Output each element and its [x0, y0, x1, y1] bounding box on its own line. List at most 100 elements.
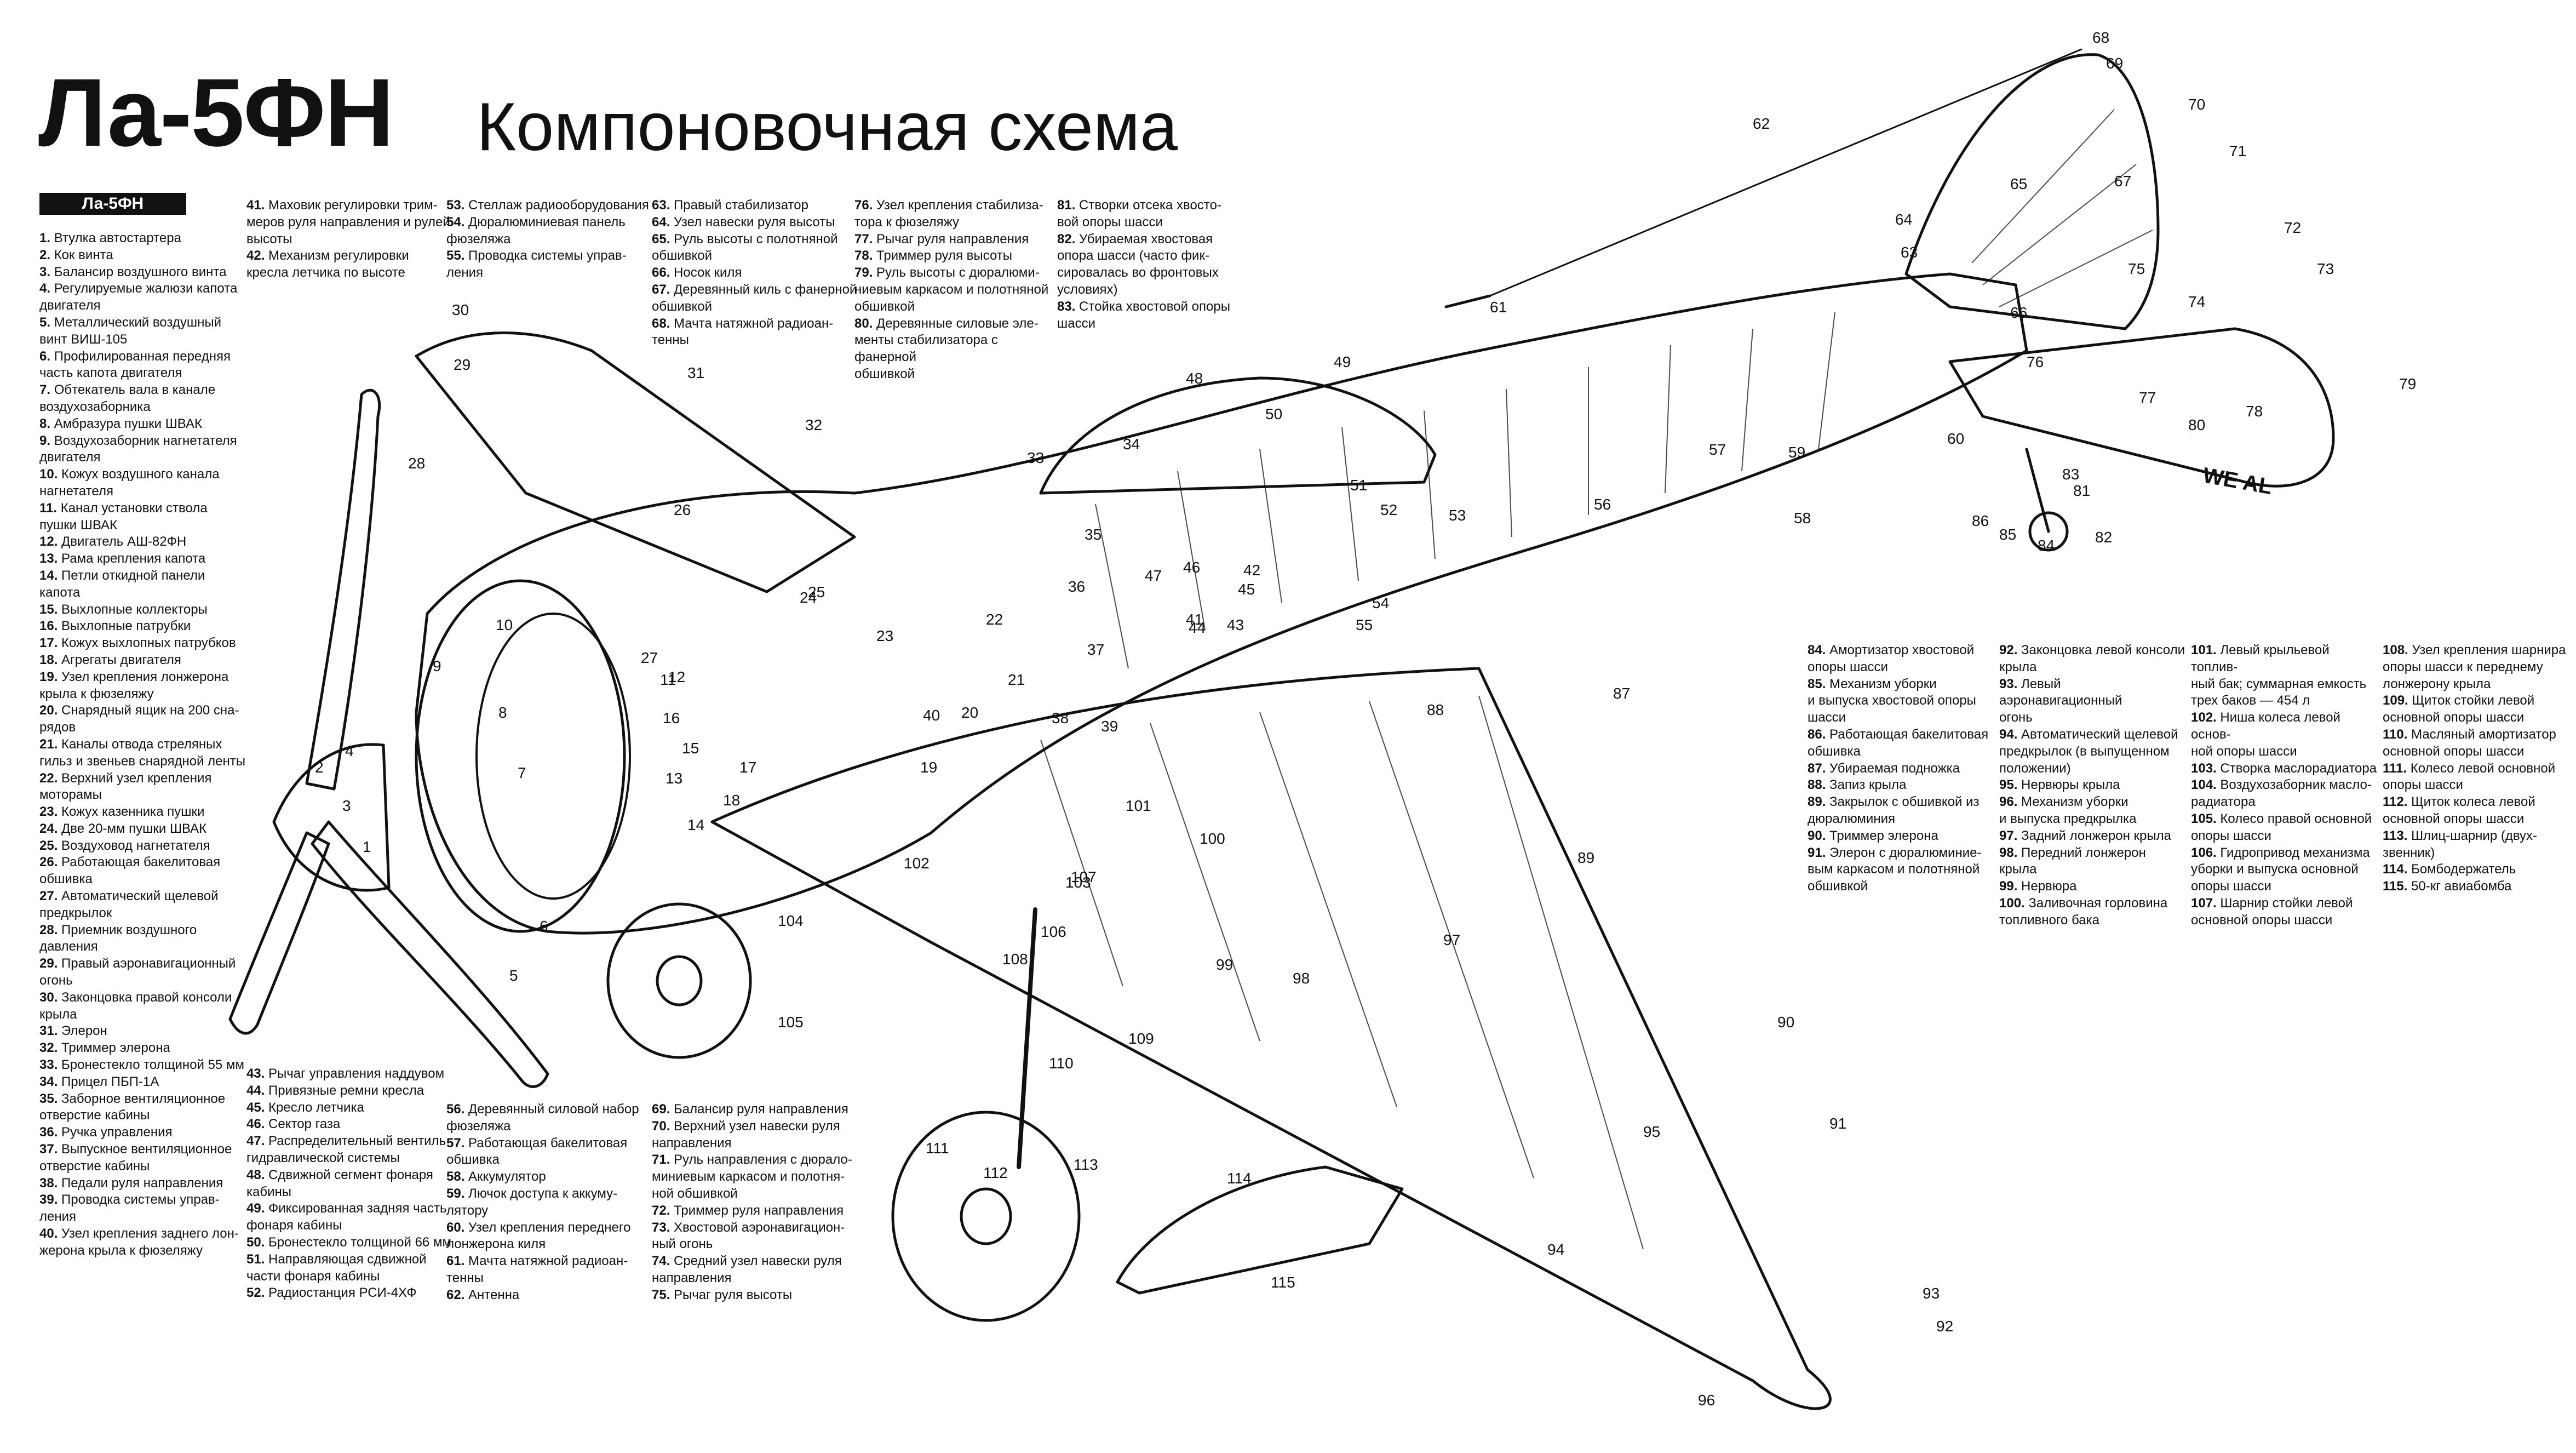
legend-item-text: Средний узел навески руля — [674, 1254, 842, 1269]
legend-item-text: Механизм уборки — [1829, 676, 1937, 691]
legend-item-number: 94. — [1999, 727, 2022, 742]
callout-number: 90 — [1777, 1014, 1794, 1031]
legend-item: опоры шасси — [1808, 659, 1994, 676]
legend-item: 14. Петли откидной панели — [39, 568, 248, 585]
legend-item-number: 65. — [652, 231, 674, 247]
callout-number: 22 — [986, 611, 1003, 628]
legend-item: 78. Триммер руля высоты — [854, 248, 1063, 265]
legend-item-text: Лючок доступа к аккуму- — [468, 1186, 618, 1201]
legend-item-text: ной обшивкой — [652, 1186, 738, 1201]
legend-item-number: 53. — [446, 198, 469, 213]
legend-item-text: Задний лонжерон крыла — [2021, 828, 2171, 843]
legend-item-number: 46. — [246, 1117, 269, 1132]
legend-item-text: Работающая бакелитовая — [468, 1135, 628, 1151]
legend-item: 108. Узел крепления шарнира — [2383, 642, 2569, 659]
legend-item-number: 16. — [39, 619, 62, 634]
legend-item-number: 109. — [2383, 693, 2412, 708]
callout-number: 4 — [345, 742, 354, 759]
legend-item-number: 47. — [246, 1134, 269, 1149]
callout-number: 101 — [1126, 797, 1151, 814]
legend-item-text: опоры шасси — [2191, 828, 2271, 843]
callout-number: 79 — [2399, 375, 2416, 392]
legend-item: шасси — [1057, 316, 1265, 333]
legend-item: уборки и выпуска основной — [2191, 861, 2377, 878]
legend-item: лятору — [446, 1203, 655, 1220]
legend-item: 3. Балансир воздушного винта — [39, 264, 248, 281]
legend-item-number: 92. — [1999, 643, 2022, 657]
legend-item-text: Правый стабилизатор — [674, 198, 808, 213]
legend-item: 30. Законцовка правой консоли — [39, 989, 248, 1006]
legend-item-text: Бомбодержатель — [2411, 862, 2516, 877]
callout-number: 68 — [2092, 29, 2109, 46]
legend-item-text: основной опоры шасси — [2383, 743, 2525, 759]
legend-item: 1. Втулка автостартера — [39, 230, 248, 247]
callout-number: 1 — [363, 838, 371, 855]
legend-item: рядов — [39, 719, 248, 736]
legend-item: обшивка — [446, 1152, 655, 1169]
legend-item-number: 93. — [1999, 676, 2022, 691]
legend-item-text: и выпуска предкрылка — [1999, 811, 2137, 826]
legend-item: воздухозаборника — [39, 399, 248, 416]
legend-item-text: Маховик регулировки трим- — [268, 198, 438, 213]
legend-item-number: 23. — [39, 804, 62, 820]
legend-item-text: Колесо левой основной — [2410, 760, 2556, 776]
legend-item: трех баков — 454 л — [2191, 693, 2377, 710]
legend-item-number: 28. — [39, 922, 62, 937]
callout-number: 80 — [2188, 416, 2205, 433]
legend-item: 13. Рама крепления капота — [39, 551, 248, 568]
legend-item: шасси — [1808, 710, 1994, 727]
legend-item-text: Снарядный ящик на 200 сна- — [61, 703, 239, 718]
callout-number: 57 — [1709, 441, 1726, 458]
callout-number: 23 — [876, 627, 893, 644]
legend-item: 112. Щиток колеса левой — [2383, 794, 2569, 811]
legend-item: 106. Гидропривод механизма — [2191, 845, 2377, 862]
legend-item-text: тора к фюзеляжу — [854, 214, 959, 230]
legend-column-8: 76. Узел крепления стабилиза-тора к фюзе… — [854, 197, 1063, 383]
legend-item-number: 61. — [446, 1254, 469, 1269]
legend-item: обшивка — [1808, 743, 1994, 760]
legend-item: 28. Приемник воздушного — [39, 922, 248, 939]
legend-item: 45. Кресло летчика — [246, 1100, 455, 1117]
callout-number: 8 — [498, 704, 507, 721]
legend-item-text: Регулируемые жалюзи капота — [54, 281, 238, 296]
legend-item-text: Щиток стойки левой — [2412, 693, 2535, 708]
callout-number: 48 — [1186, 370, 1203, 387]
legend-item: меров руля направления и рулей — [246, 214, 455, 231]
legend-item-text: опора шасси (часто фик- — [1057, 248, 1209, 264]
legend-item-text: трех баков — 454 л — [2191, 693, 2310, 708]
legend-item-number: 114. — [2383, 862, 2412, 877]
legend-item: 109. Щиток стойки левой — [2383, 693, 2569, 710]
legend-item: 39. Проводка системы управ- — [39, 1192, 248, 1209]
legend-item-number: 7. — [39, 382, 54, 398]
legend-item-text: Заборное вентиляционное — [61, 1091, 226, 1106]
legend-item: основной опоры шасси — [2383, 710, 2569, 727]
legend-item-text: Кожух выхлопных патрубков — [61, 636, 236, 651]
legend-item: фюзеляжа — [446, 1118, 655, 1135]
callout-number: 6 — [540, 918, 548, 935]
legend-item-number: 87. — [1808, 760, 1830, 776]
callout-number: 47 — [1145, 567, 1162, 584]
legend-item-text: Щиток колеса левой — [2411, 794, 2535, 810]
legend-item-text: предкрылок — [39, 905, 112, 920]
legend-item: 71. Руль направления с дюрало- — [652, 1152, 860, 1169]
legend-item: 15. Выхлопные коллекторы — [39, 602, 248, 619]
wing-ribs — [1040, 695, 1644, 1250]
legend-column-9: 81. Створки отсека хвосто-вой опоры шасс… — [1057, 197, 1265, 332]
legend-item: вой опоры шасси — [1057, 214, 1265, 231]
legend-item-text: обшивкой — [1808, 879, 1868, 894]
legend-item: 9. Воздухозаборник нагнетателя — [39, 433, 248, 450]
legend-item: 35. Заборное вентиляционное — [39, 1091, 248, 1108]
legend-item-text: Дюралюминиевая панель — [468, 214, 626, 230]
legend-item: направления — [652, 1135, 860, 1152]
callout-number: 49 — [1334, 353, 1351, 370]
legend-item: отверстие кабины — [39, 1158, 248, 1175]
legend-item-text: вой опоры шасси — [1057, 214, 1163, 230]
legend-item-text: основной опоры шасси — [2383, 811, 2525, 826]
callout-number: 88 — [1427, 701, 1444, 718]
callout-number: 96 — [1698, 1392, 1715, 1409]
legend-item-number: 34. — [39, 1074, 62, 1089]
legend-item-text: условиях) — [1057, 282, 1118, 297]
legend-item-text: Носок киля — [674, 265, 742, 281]
legend-item-text: Элерон — [61, 1023, 107, 1039]
legend-item: капота — [39, 585, 248, 602]
